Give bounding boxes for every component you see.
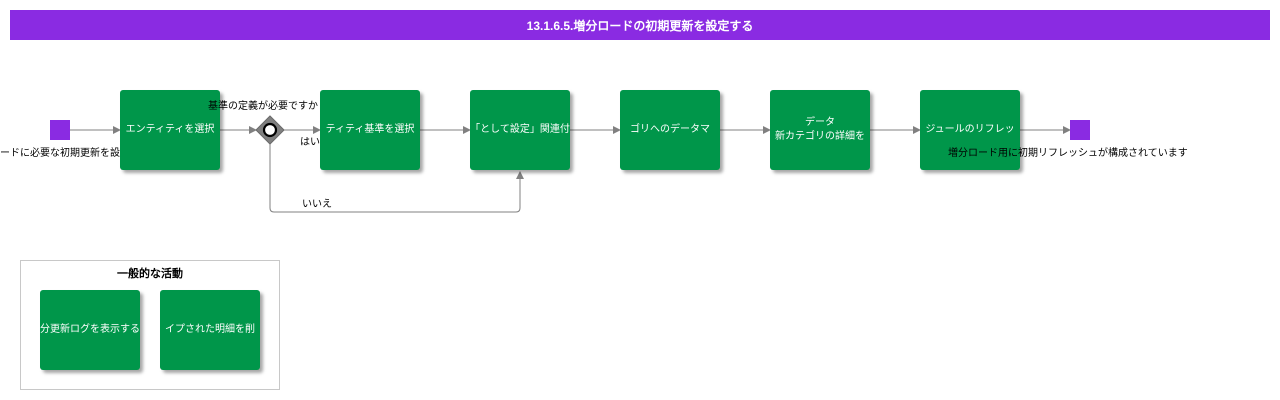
group-title: 一般的な活動: [117, 268, 183, 280]
task-label: イプされた明細を削: [165, 324, 255, 335]
flow-gateway-no: [269, 144, 524, 213]
end-event-label: 増分ロード用に初期リフレッシュが構成されています: [948, 148, 1188, 159]
task-view-incremental-log[interactable]: 分更新ログを表示する: [40, 290, 140, 370]
start-event[interactable]: [50, 120, 70, 140]
gateway-question-label: 基準の定義が必要ですか: [208, 101, 318, 112]
task-label: ジュールのリフレッ: [925, 124, 1015, 135]
task-label: 新カテゴリの詳細を: [775, 131, 865, 142]
start-event-label: ードに必要な初期更新を設: [0, 148, 120, 159]
common-activities-group: 一般的な活動: [20, 260, 280, 390]
task-category-data-mapping[interactable]: ゴリへのデータマ: [620, 90, 720, 170]
task-select-entity-criteria[interactable]: ティティ基準を選択: [320, 90, 420, 170]
gateway-no-label: いいえ: [302, 199, 332, 210]
task-set-as-association[interactable]: 「として設定」関連付: [470, 90, 570, 170]
task-label: ゴリへのデータマ: [630, 124, 710, 135]
task-new-category-details[interactable]: データ 新カテゴリの詳細を: [770, 90, 870, 170]
diagram-title: 13.1.6.5.増分ロードの初期更新を設定する: [10, 10, 1270, 40]
task-label: ティティ基準を選択: [325, 124, 415, 135]
gateway-yes-label: はい: [300, 137, 320, 148]
task-schedule-refresh[interactable]: ジュールのリフレッ: [920, 90, 1020, 170]
task-label: 「として設定」関連付: [470, 124, 570, 135]
task-label: エンティティを選択: [125, 124, 215, 135]
decision-gateway[interactable]: [255, 115, 285, 145]
end-event[interactable]: [1070, 120, 1090, 140]
task-label: 分更新ログを表示する: [40, 324, 140, 335]
task-delete-typed-line[interactable]: イプされた明細を削: [160, 290, 260, 370]
task-select-entity[interactable]: エンティティを選択: [120, 90, 220, 170]
task-label: データ: [805, 117, 835, 128]
